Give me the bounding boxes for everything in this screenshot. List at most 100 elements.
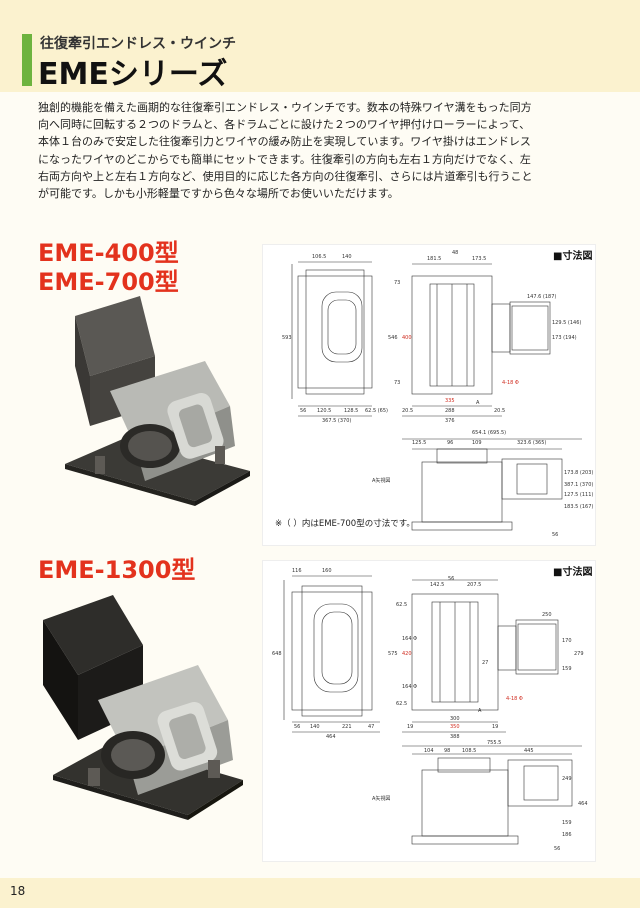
dimension-label: 140 (310, 724, 320, 730)
intro-line: になったワイヤのどこからでも簡単にセットできます。往復牽引の方向も左右１方向だけ… (38, 152, 531, 166)
dimension-label-red: 350 (450, 724, 460, 730)
model-note: ※（ ）内はEME-700型の寸法です。 (275, 519, 415, 529)
dimension-label: 367.5 (370) (322, 418, 351, 424)
dimension-label: 755.5 (487, 740, 501, 746)
dimension-label: 186 (562, 832, 572, 838)
dimension-label: 56 (552, 532, 558, 538)
page-subtitle: 往復牽引エンドレス・ウインチ (40, 36, 236, 52)
dimension-label-red: 4-18 Φ (506, 696, 523, 702)
dimension-label: 129.5 (146) (552, 320, 581, 326)
dimension-label: 96 (447, 440, 453, 446)
dimension-label: 279 (574, 651, 584, 657)
arrow-label: A (478, 708, 482, 714)
dimension-label: 164 Φ (402, 684, 417, 690)
dimension-label: 104 (424, 748, 434, 754)
dimension-label: 546 (388, 335, 398, 341)
dimension-label: 323.6 (365) (517, 440, 546, 446)
intro-paragraph: 独創的機能を備えた画期的な往復牽引エンドレス・ウインチです。数本の特殊ワイヤ溝を… (38, 99, 618, 202)
dimension-label: 142.5 (430, 582, 444, 588)
dimension-label: 445 (524, 748, 534, 754)
dimension-label: 127.5 (111) (564, 492, 593, 498)
page-footer (0, 878, 640, 908)
model-title-eme-700: EME-700型 (38, 268, 179, 296)
dimension-label: 288 (445, 408, 455, 414)
view-label: A矢視図 (372, 477, 390, 484)
dimension-label: 147.6 (187) (527, 294, 556, 300)
dimension-label: 120.5 (317, 408, 331, 414)
model-title-eme-1300: EME-1300型 (38, 556, 196, 584)
dimension-label: 56 (554, 846, 560, 852)
dimension-drawing-1: 106.5 140 181.5 48 173.5 147.6 (187) 593… (282, 250, 593, 538)
arrow-label: A (476, 400, 480, 406)
dimension-label: 207.5 (467, 582, 481, 588)
dimension-label-red: 400 (402, 335, 412, 341)
drawing-label: ■寸法図 (553, 251, 593, 262)
dimension-label: 173.5 (472, 256, 486, 262)
dimension-label: 62.5 (65) (365, 408, 388, 414)
dimension-drawing-2: 116 160 142.5 56 207.5 250 648 575 62.5 … (272, 568, 588, 852)
page-title: EMEシリーズ (38, 57, 228, 92)
intro-line: 独創的機能を備えた画期的な往復牽引エンドレス・ウインチです。数本の特殊ワイヤ溝を… (38, 101, 532, 114)
dimension-label: 575 (388, 651, 398, 657)
dimension-label: 648 (272, 651, 282, 657)
dimension-label: 19 (407, 724, 413, 730)
dimension-label: 56 (294, 724, 300, 730)
intro-line: 本体１台のみで安定した往復牽引力とワイヤの緩み防止を実現しています。ワイヤ掛けは… (38, 135, 531, 149)
model-title-eme-400: EME-400型 (38, 239, 179, 267)
dimension-label: 109 (472, 440, 482, 446)
dimension-label: 173.8 (203) (564, 470, 593, 476)
dimension-label: 173 (194) (552, 335, 577, 341)
dimension-label: 181.5 (427, 256, 441, 262)
dimension-label: 128.5 (344, 408, 358, 414)
dimension-label: 159 (562, 820, 572, 826)
dimension-label-red: 420 (402, 651, 412, 657)
dimension-label: 19 (492, 724, 498, 730)
dimension-label: 464 (326, 734, 336, 740)
dimension-label: 108.5 (462, 748, 476, 754)
dimension-label: 56 (448, 576, 454, 582)
dimension-label: 221 (342, 724, 352, 730)
dimension-label: 387.1 (370) (564, 482, 593, 488)
dimension-label: 464 (578, 801, 588, 807)
dimension-label: 159 (562, 666, 572, 672)
eme-400-product-photo (65, 296, 250, 506)
dimension-label: 160 (322, 568, 332, 574)
dimension-drawing-panel-1 (262, 244, 596, 546)
dimension-label: 98 (444, 748, 450, 754)
dimension-label-red: 4-18 Φ (502, 380, 519, 386)
intro-line: 右両方向や上と左右１方向など、使用目的に応じた各方向の往復牽引、さらには片道牽引… (38, 169, 533, 183)
drawing-label: ■寸法図 (553, 567, 593, 578)
dimension-label: 47 (368, 724, 374, 730)
dimension-label: 106.5 (312, 254, 326, 260)
dimension-label: 250 (542, 612, 552, 618)
dimension-label: 300 (450, 716, 460, 722)
page-header (0, 0, 640, 92)
dimension-label: 170 (562, 638, 572, 644)
dimension-label: 249 (562, 776, 572, 782)
dimension-label: 593 (282, 335, 292, 341)
eme-1300-product-photo (43, 595, 243, 820)
accent-bar (22, 34, 32, 86)
dimension-label: 116 (292, 568, 302, 574)
dimension-label: 388 (450, 734, 460, 740)
intro-line: 向へ同時に回転する２つのドラムと、各ドラムごとに設けた２つのワイヤ押付けローラー… (38, 118, 531, 132)
dimension-drawing-panel-2 (262, 560, 596, 862)
dimension-label: 164 Φ (402, 636, 417, 642)
dimension-label: 654.1 (695.5) (472, 430, 506, 436)
view-label: A矢視図 (372, 795, 390, 802)
dimension-label-red: 335 (445, 398, 455, 404)
dimension-label: 73 (394, 280, 400, 286)
dimension-label: 56 (300, 408, 306, 414)
dimension-label: 20.5 (494, 408, 505, 414)
dimension-label: 48 (452, 250, 458, 256)
page-number: 18 (10, 884, 26, 898)
dimension-label: 183.5 (167) (564, 504, 593, 510)
dimension-label: 27 (482, 660, 488, 666)
dimension-label: 125.5 (412, 440, 426, 446)
dimension-label: 20.5 (402, 408, 413, 414)
dimension-label: 73 (394, 380, 400, 386)
dimension-label: 376 (445, 418, 455, 424)
intro-line: が可能です。しかも小形軽量ですから色々な場所でお使いいただけます。 (38, 187, 399, 201)
dimension-label: 62.5 (396, 602, 407, 608)
dimension-label: 62.5 (396, 701, 407, 707)
